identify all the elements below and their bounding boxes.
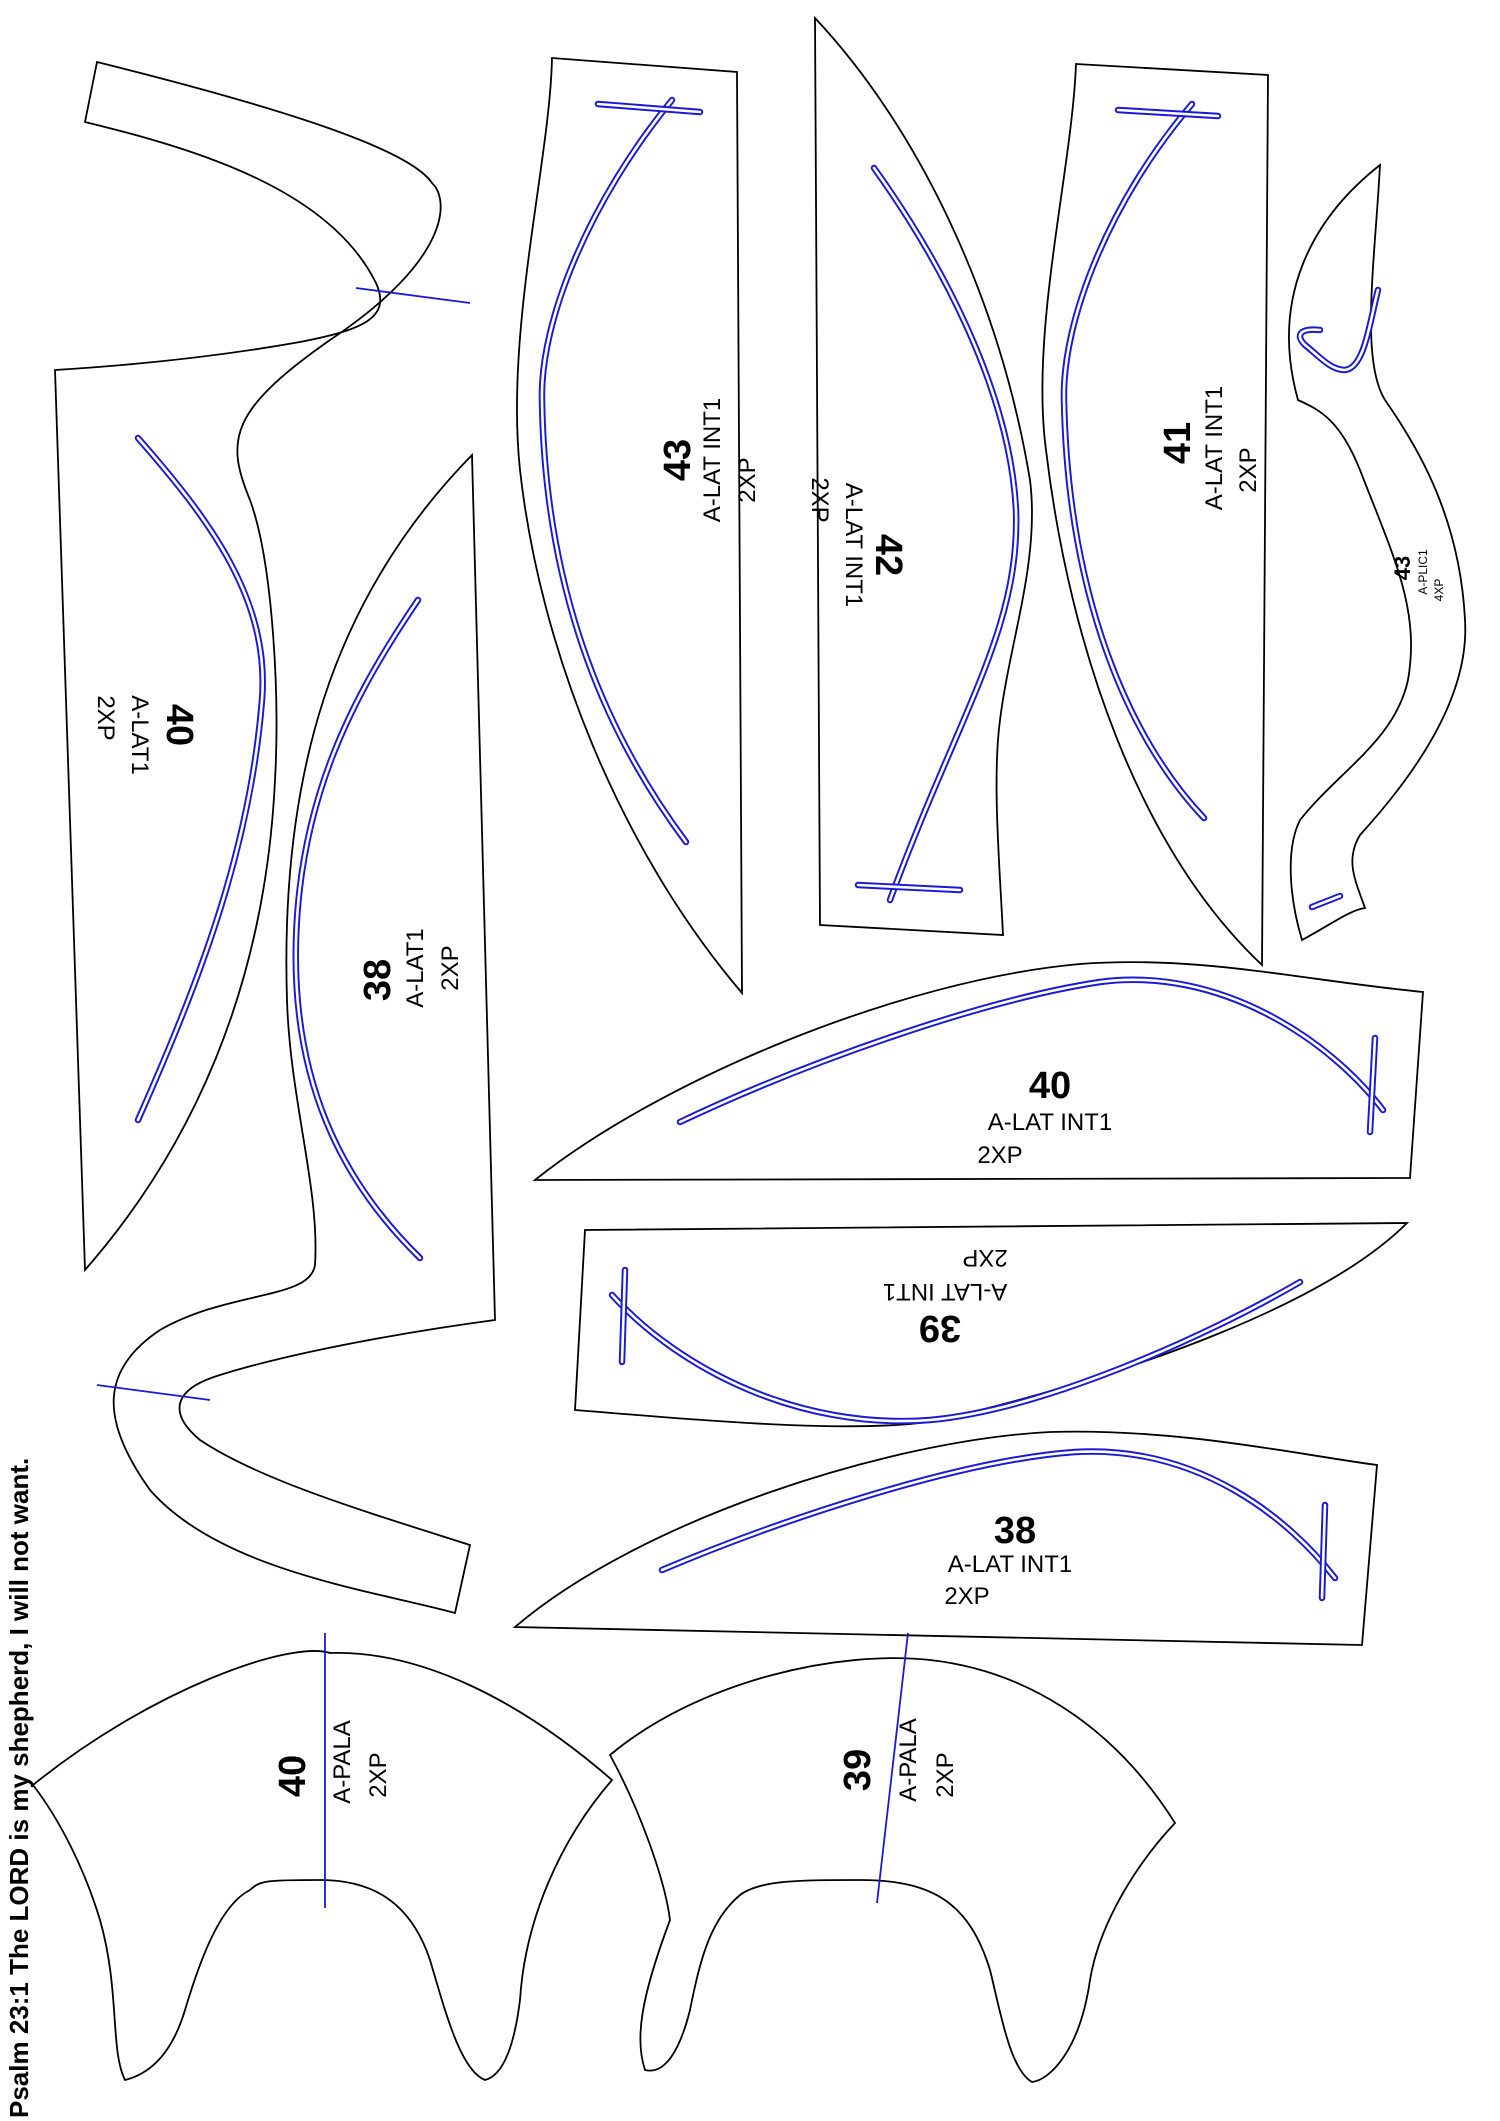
piece-qty: 2XP — [806, 477, 833, 522]
piece-a-lat-int1-40: 40 A-LAT INT1 2XP — [532, 961, 1424, 1181]
piece-outline — [31, 1650, 614, 2082]
piece-a-lat-int1-38: 38 A-LAT INT1 2XP — [512, 1430, 1378, 1646]
piece-a-lat-int1-43: 43 A-LAT INT1 2XP — [516, 57, 761, 996]
grain-line — [96, 1384, 211, 1401]
piece-name: A-LAT INT1 — [948, 1551, 1072, 1578]
seam-tick-inner — [856, 883, 962, 892]
piece-outline — [608, 1657, 1177, 2083]
seam-tick-inner — [620, 1268, 627, 1364]
piece-name: A-LAT INT1 — [699, 398, 726, 522]
piece-outline — [512, 1430, 1378, 1646]
seam-line-inner — [660, 1450, 1337, 1580]
piece-qty: 2XP — [734, 457, 761, 502]
piece-outline — [1288, 163, 1467, 942]
piece-outline — [814, 15, 1033, 936]
seam-line-inner — [872, 166, 1018, 902]
piece-name: A-PALA — [329, 1720, 356, 1804]
piece-outline — [54, 60, 442, 1273]
grain-line — [355, 287, 471, 304]
piece-name: A-LAT INT1 — [840, 483, 867, 607]
piece-size: 40 — [158, 704, 200, 746]
piece-size: 38 — [357, 959, 399, 1001]
seam-tick-inner — [596, 102, 702, 114]
piece-qty: 2XP — [932, 1752, 959, 1797]
piece-a-lat-int1-39: 39 A-LAT INT1 2XP — [574, 1222, 1410, 1428]
piece-outline — [112, 452, 496, 1615]
seam-tick-inner — [1320, 1503, 1327, 1600]
piece-size: 42 — [867, 534, 909, 576]
piece-name: A-LAT INT1 — [883, 1278, 1007, 1305]
seam-line-inner — [678, 978, 1385, 1124]
piece-name: A-LAT INT1 — [1201, 386, 1228, 510]
piece-outline — [516, 57, 743, 996]
seam-tick-inner — [1116, 108, 1220, 118]
piece-name: A-LAT INT1 — [988, 1109, 1112, 1136]
piece-name: A-LAT1 — [402, 928, 429, 1008]
piece-qty: 2XP — [365, 1752, 392, 1797]
piece-qty: 2XP — [977, 1142, 1022, 1169]
piece-size: 39 — [837, 1749, 879, 1791]
piece-outline — [532, 961, 1424, 1181]
piece-qty: 2XP — [944, 1583, 989, 1610]
piece-qty: 2XP — [92, 695, 119, 740]
grain-line — [876, 1632, 909, 1904]
piece-a-lat1-40: 40 A-LAT1 2XP — [54, 60, 471, 1273]
seam-line-inner — [1062, 102, 1206, 820]
piece-a-lat1-38: 38 A-LAT1 2XP — [96, 452, 496, 1615]
piece-a-pala-39: 39 A-PALA 2XP — [608, 1632, 1177, 2083]
piece-name: A-PLIC1 — [1416, 549, 1430, 595]
piece-a-plic1-43: 43 A-PLIC1 4XP — [1288, 163, 1467, 942]
seam-line-inner — [610, 1280, 1302, 1423]
piece-a-lat-int1-42: 42 A-LAT INT1 2XP — [806, 15, 1033, 936]
piece-a-pala-40: 40 A-PALA 2XP — [31, 1633, 614, 2082]
piece-a-lat-int1-41: 41 A-LAT INT1 2XP — [1041, 63, 1269, 968]
piece-size: 38 — [994, 1510, 1036, 1552]
seam-line-inner — [294, 598, 422, 1260]
piece-size: 43 — [1390, 556, 1415, 580]
seam-line — [134, 434, 266, 1124]
seam-line-inner — [1298, 288, 1380, 372]
seam-line-inner — [136, 436, 265, 1122]
piece-outline — [1041, 63, 1269, 968]
seam-tick-inner — [1368, 1036, 1377, 1134]
piece-size: 40 — [1029, 1065, 1071, 1107]
piece-size: 40 — [272, 1755, 314, 1797]
piece-size: 43 — [657, 439, 699, 481]
seam-line-inner — [540, 98, 688, 844]
piece-qty: 2XP — [962, 1244, 1007, 1271]
piece-name: A-LAT1 — [126, 695, 153, 775]
piece-qty: 4XP — [1432, 579, 1446, 602]
scripture-caption: Psalm 23:1 The LORD is my shepherd, I wi… — [4, 1458, 34, 2118]
piece-qty: 2XP — [437, 945, 464, 990]
piece-name: A-PALA — [895, 1718, 922, 1802]
piece-size: 41 — [1157, 422, 1199, 464]
piece-size: 39 — [919, 1307, 961, 1349]
piece-qty: 2XP — [1235, 447, 1262, 492]
seam-tick-inner — [1310, 894, 1342, 909]
